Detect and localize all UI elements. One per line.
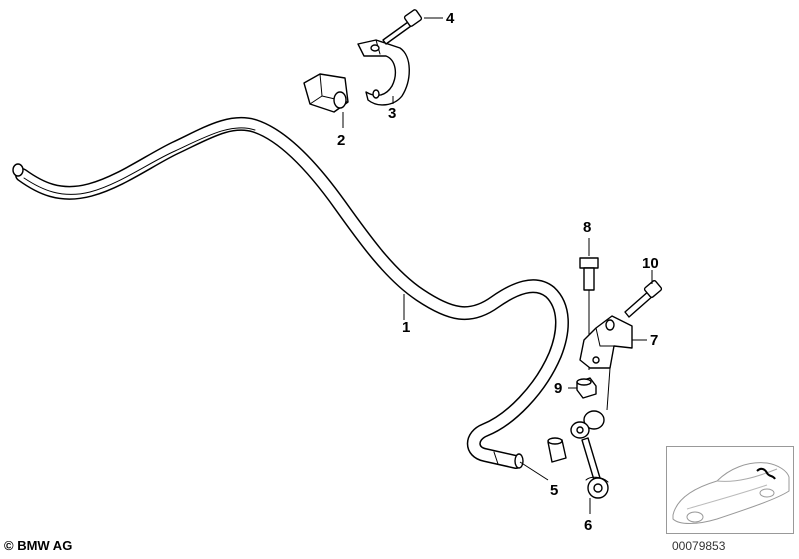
stabilizer-holder[interactable] [357,39,410,106]
callout-8: 8 [583,219,591,236]
callout-6: 6 [584,517,592,534]
vehicle-location-thumbnail [666,446,794,534]
rubber-bush-9[interactable] [576,377,597,399]
callout-3: 3 [388,105,396,122]
leader-5 [519,461,549,481]
rubber-bush-5[interactable] [547,437,567,463]
callout-5: 5 [550,482,558,499]
stabilizer-link[interactable] [570,410,609,499]
callout-10: 10 [642,255,659,272]
callout-7: 7 [650,332,658,349]
copyright-label: © BMW AG [4,538,73,553]
rubber-mount[interactable] [303,73,349,113]
drawing-number: 00079853 [672,539,726,553]
stabilizer-bar[interactable] [12,116,569,469]
callout-9: 9 [554,380,562,397]
hex-bolt-10[interactable] [624,280,663,318]
bracket-7[interactable] [579,315,633,411]
car-outline-icon [672,462,790,524]
callout-4: 4 [446,10,455,27]
callout-2: 2 [337,132,345,149]
callout-1: 1 [402,319,410,336]
hex-bolt-upper[interactable] [382,9,423,45]
